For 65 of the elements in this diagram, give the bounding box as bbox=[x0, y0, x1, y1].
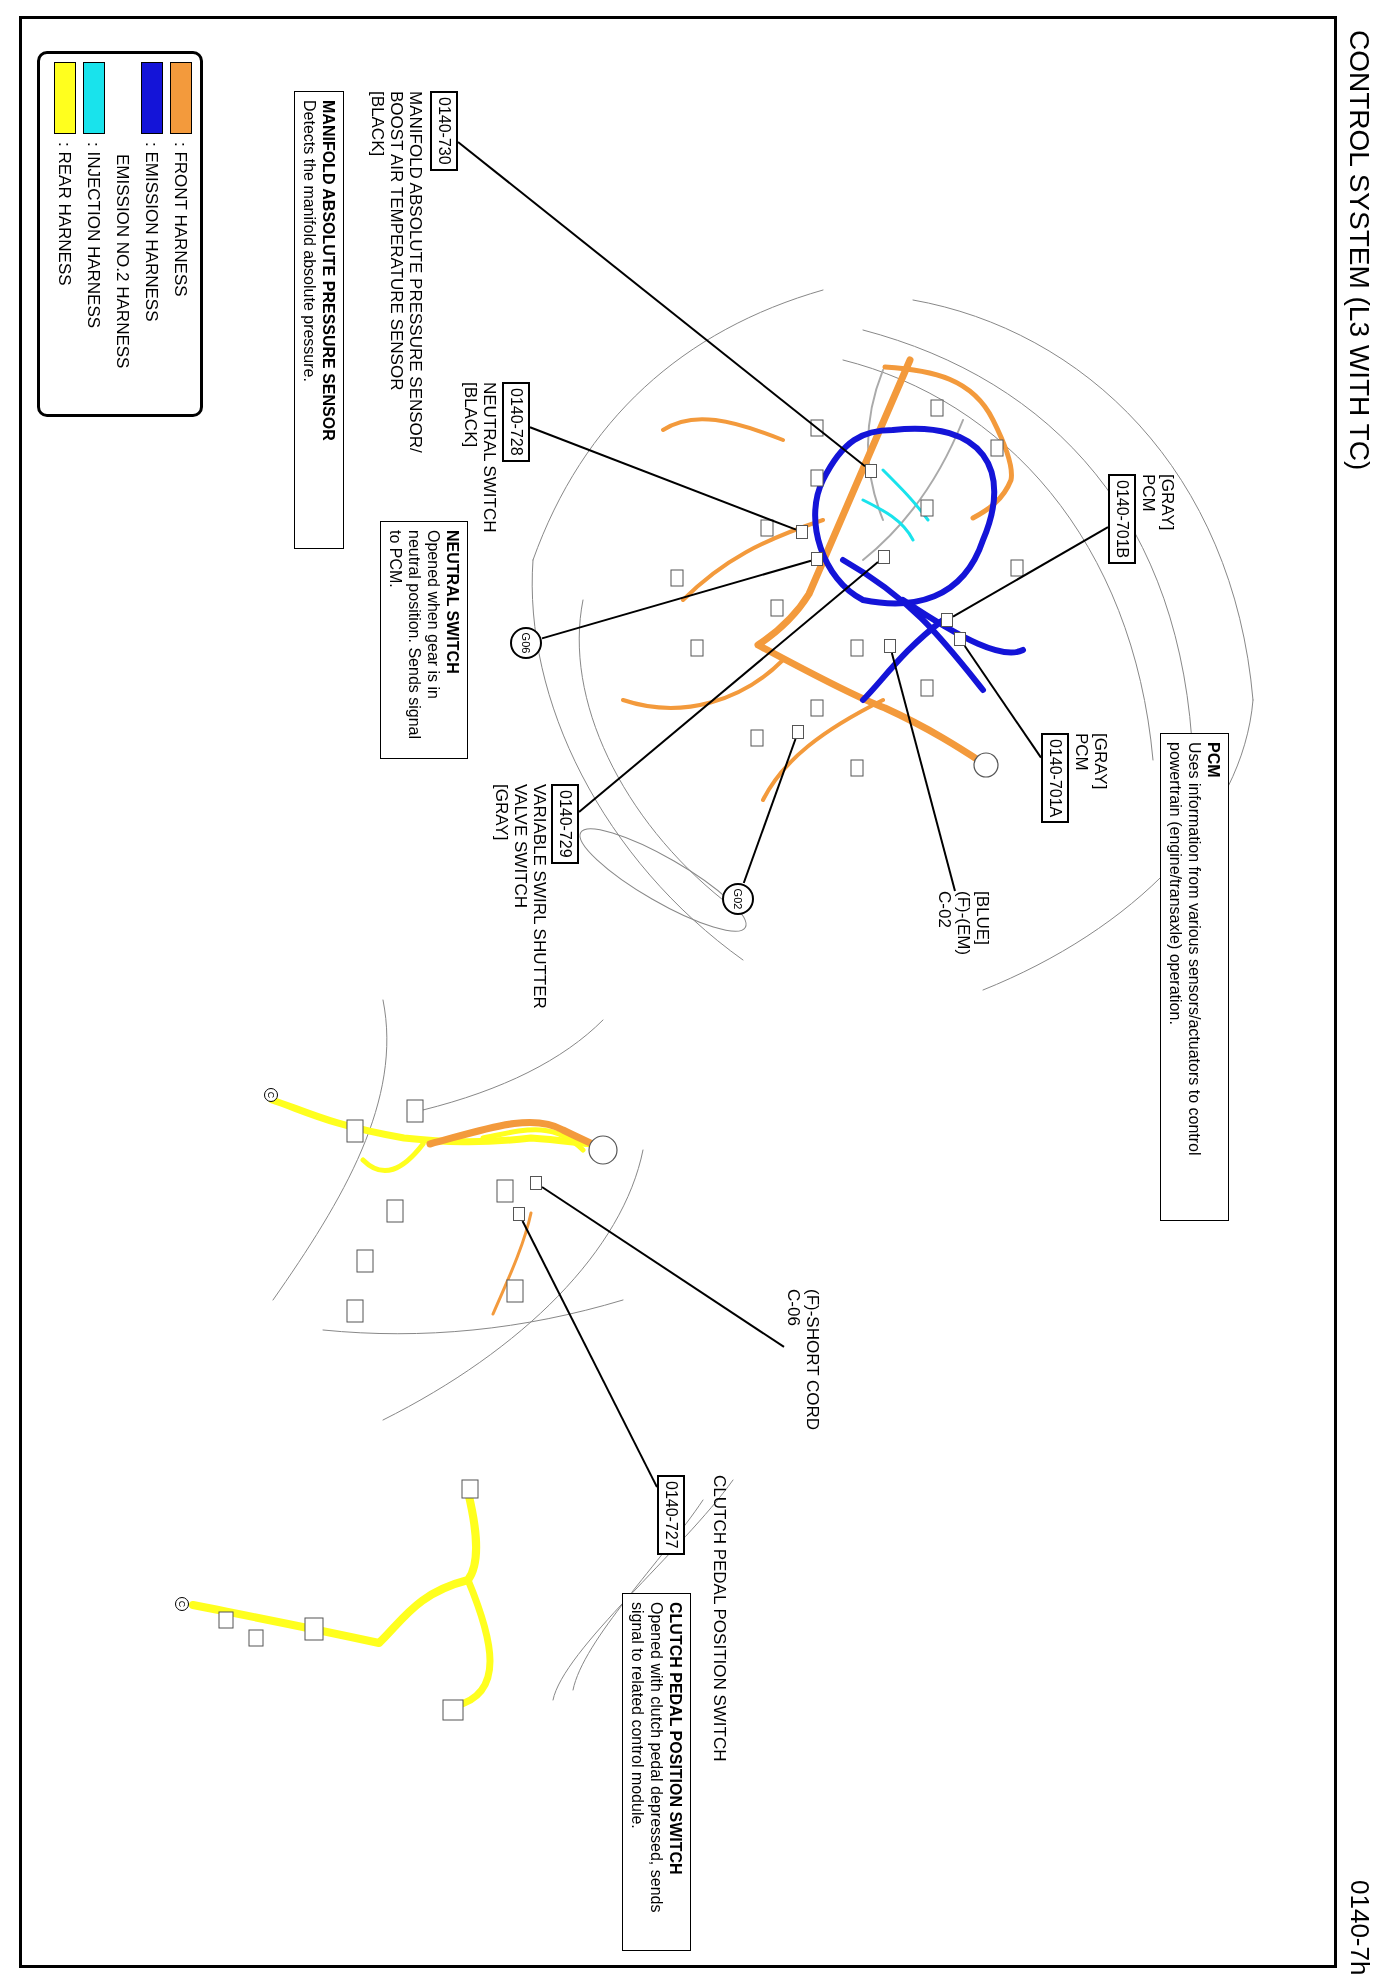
description-box bbox=[380, 521, 468, 759]
connector-part bbox=[941, 613, 953, 627]
leader-line bbox=[963, 645, 1042, 759]
part-label: PCM bbox=[1072, 733, 1091, 771]
connection-mark: C bbox=[175, 1597, 189, 1611]
part-label: CLUTCH PEDAL POSITION SWITCH bbox=[710, 1475, 729, 1764]
leader-line bbox=[541, 559, 812, 640]
connector-part bbox=[530, 1176, 542, 1190]
page-title: CONTROL SYSTEM (L3 WITH TC) bbox=[1343, 30, 1375, 471]
ground-point-label: G02 bbox=[722, 883, 754, 915]
description-text: Opened with clutch pedal depressed, sends signal to related control module. bbox=[628, 1602, 666, 1915]
legend-label: EMISSION NO.2 HARNESS bbox=[113, 154, 132, 369]
ground-point-label: G06 bbox=[510, 627, 542, 659]
description-heading: MANIFOLD ABSOLUTE PRESSURE SENSOR bbox=[319, 100, 338, 443]
leader-line bbox=[742, 738, 797, 884]
page-number: 0140-7h bbox=[1344, 1880, 1375, 1976]
description-box bbox=[622, 1593, 691, 1951]
leader-line bbox=[457, 140, 866, 468]
callout-number: 0140-701B bbox=[1108, 474, 1136, 565]
connector-label: C-06 bbox=[784, 1289, 803, 1328]
description-box bbox=[1160, 733, 1229, 1221]
part-label: [GRAY] bbox=[1158, 474, 1177, 531]
part-label: NEUTRAL SWITCH bbox=[480, 382, 499, 535]
callout-number: 0140-728 bbox=[502, 382, 530, 462]
leader-line bbox=[521, 1220, 658, 1489]
callout-number: 0140-729 bbox=[551, 784, 579, 864]
connector-part bbox=[513, 1207, 525, 1221]
description-text: Uses information from various sensors/actuators to control powertrain (engine/transaxle) operation. bbox=[1166, 742, 1204, 1158]
legend-label: : REAR HARNESS bbox=[55, 142, 74, 286]
connector-part bbox=[954, 632, 966, 646]
description-heading: CLUTCH PEDAL POSITION SWITCH bbox=[666, 1602, 685, 1877]
leader-line bbox=[529, 426, 797, 531]
part-label: [GRAY] bbox=[492, 784, 511, 841]
description-heading: NEUTRAL SWITCH bbox=[443, 530, 462, 676]
part-label: PCM bbox=[1139, 474, 1158, 512]
callout-number: 0140-730 bbox=[430, 91, 458, 171]
connector-part bbox=[811, 552, 823, 566]
legend-label: : INJECTION HARNESS bbox=[84, 142, 103, 329]
description-text: Detects the manifold absolute pressure. bbox=[300, 100, 319, 384]
description-text: Opened when gear is in neutral position. Sends signal to PCM. bbox=[386, 530, 443, 742]
part-label: VARIABLE SWIRL SHUTTER VALVE SWITCH bbox=[511, 784, 549, 1009]
part-label: MANIFOLD ABSOLUTE PRESSURE SENSOR/ BOOST AIR TEMPERATURE SENSOR bbox=[387, 91, 425, 455]
connector-part bbox=[878, 550, 890, 564]
legend-label: : EMISSION HARNESS bbox=[142, 142, 161, 322]
connector-label: (F)-SHORT CORD bbox=[803, 1289, 822, 1431]
connector-label: (F)-(EM) bbox=[954, 891, 973, 956]
connector-part bbox=[884, 639, 896, 653]
legend-label: : FRONT HARNESS bbox=[171, 142, 190, 297]
connector-part bbox=[865, 464, 877, 478]
connection-mark: C bbox=[264, 1088, 278, 1102]
part-label: [BLACK] bbox=[368, 91, 387, 157]
part-label: [GRAY] bbox=[1091, 733, 1110, 790]
leader-line bbox=[952, 526, 1109, 618]
leader-line bbox=[890, 652, 956, 892]
leader-line bbox=[578, 561, 879, 814]
leader-line bbox=[541, 1185, 785, 1348]
callout-number: 0140-727 bbox=[657, 1475, 685, 1555]
description-heading: PCM bbox=[1204, 742, 1223, 780]
connector-label: C-02 bbox=[935, 891, 954, 930]
connector-label: [BLUE] bbox=[973, 891, 992, 947]
callout-number: 0140-701A bbox=[1041, 733, 1069, 824]
connector-part bbox=[796, 525, 808, 539]
description-box bbox=[294, 91, 344, 549]
connector-part bbox=[792, 725, 804, 739]
part-label: [BLACK] bbox=[461, 382, 480, 448]
